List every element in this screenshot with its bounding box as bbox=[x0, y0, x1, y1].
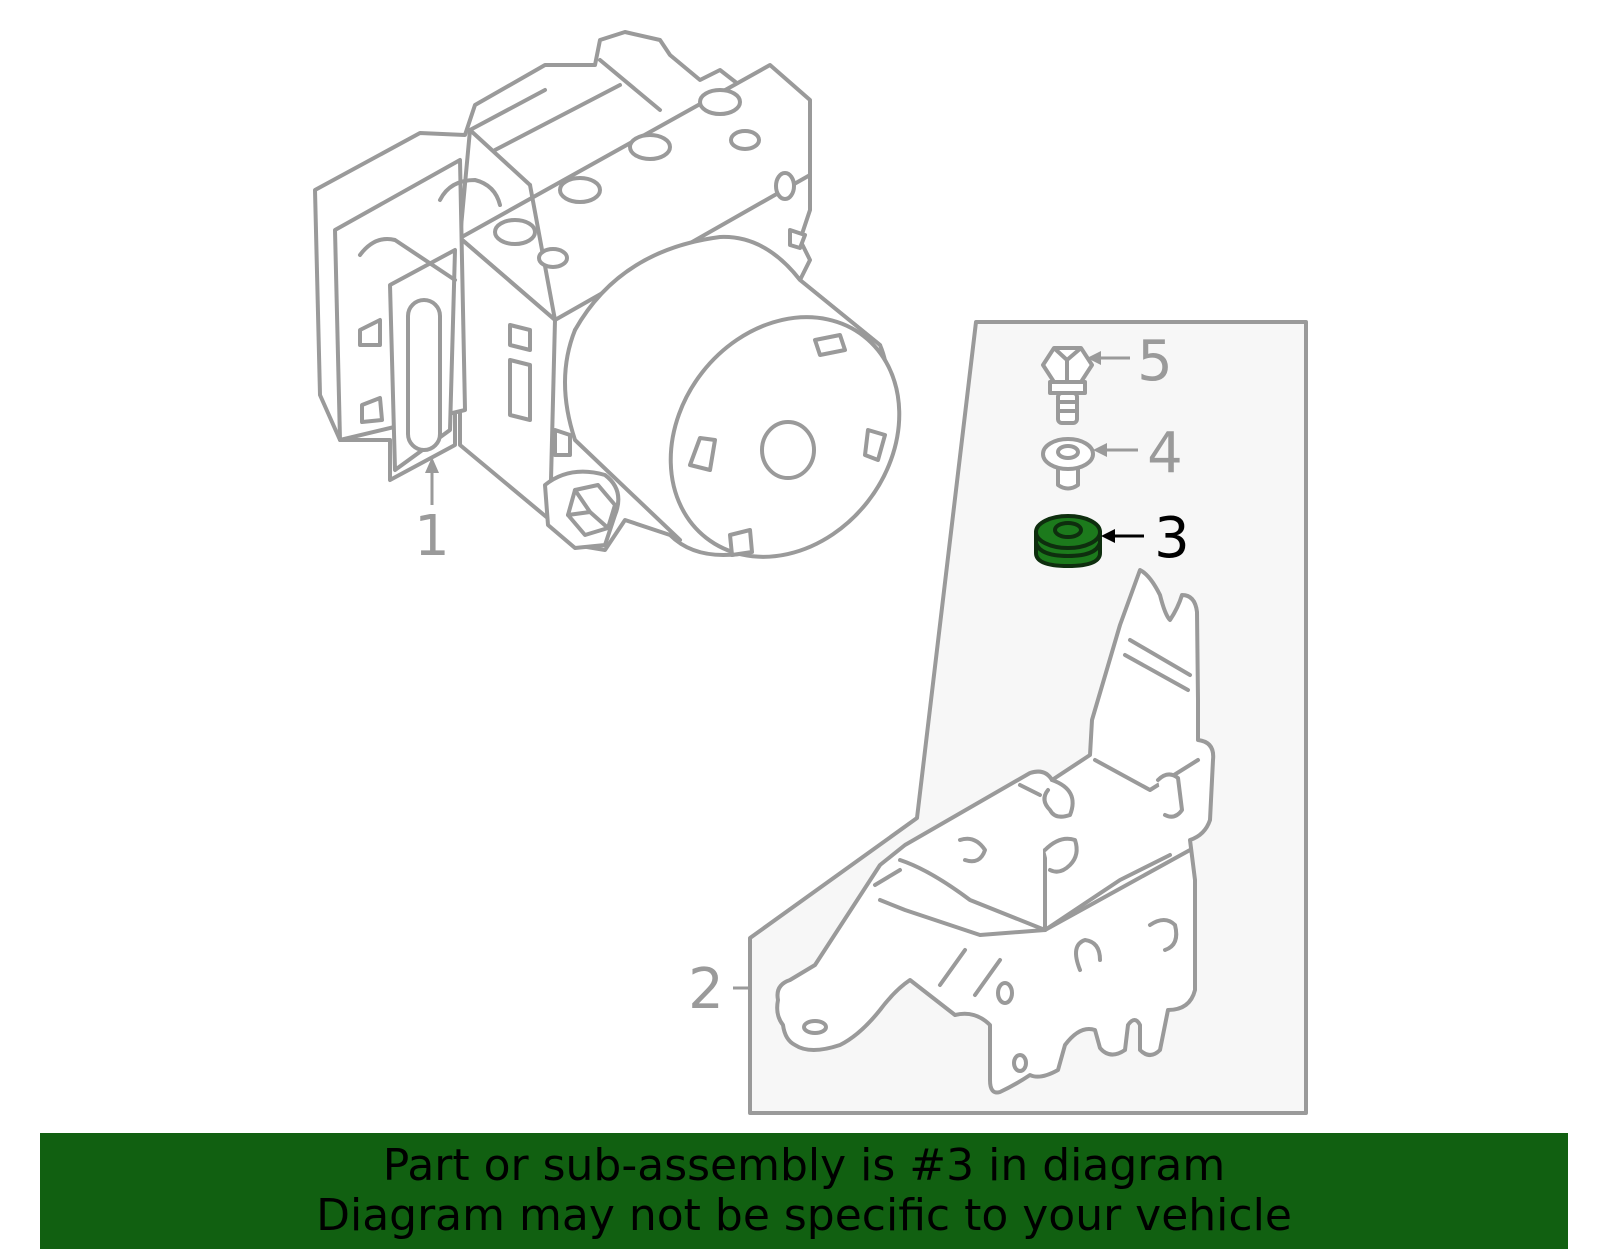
callout-4: 4 bbox=[1093, 421, 1183, 486]
callout-label-5: 5 bbox=[1137, 329, 1173, 394]
callout-label-1: 1 bbox=[414, 504, 450, 569]
banner-line-disclaimer: Diagram may not be specific to your vehi… bbox=[316, 1190, 1292, 1241]
callout-label-2: 2 bbox=[688, 957, 724, 1022]
part-5-bolt bbox=[1041, 346, 1094, 425]
callout-label-3: 3 bbox=[1154, 506, 1190, 571]
info-banner: Part or sub-assembly is #3 in diagram Di… bbox=[40, 1133, 1568, 1249]
callout-5: 5 bbox=[1087, 329, 1173, 394]
part-3-insulator bbox=[1034, 514, 1102, 568]
callout-3: 3 bbox=[1101, 506, 1190, 571]
part-4-washer bbox=[1041, 437, 1095, 491]
callout-2: 2 bbox=[688, 957, 750, 1022]
callout-1: 1 bbox=[414, 457, 450, 569]
callout-label-4: 4 bbox=[1147, 421, 1183, 486]
abs-modulator-assembly bbox=[313, 30, 902, 559]
banner-line-part-number: Part or sub-assembly is #3 in diagram bbox=[382, 1140, 1226, 1191]
mounting-bracket bbox=[775, 568, 1216, 1095]
